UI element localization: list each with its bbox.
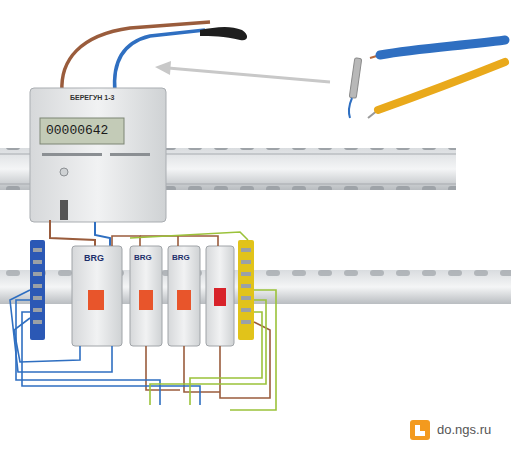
arrow-head bbox=[155, 61, 171, 75]
watermark: do.ngs.ru bbox=[437, 423, 491, 436]
wire-end bbox=[349, 98, 352, 118]
yellow-wire-sample bbox=[378, 62, 505, 110]
pointer-arrow bbox=[168, 68, 330, 82]
blue-wire bbox=[115, 30, 205, 92]
panel-wiring bbox=[10, 232, 276, 410]
brown-wire bbox=[50, 220, 95, 248]
metal-sleeve bbox=[349, 58, 361, 99]
crimp-sleeve bbox=[200, 27, 247, 40]
breaker-lever bbox=[139, 290, 153, 310]
meter-terminal bbox=[60, 200, 68, 220]
meter-text-line bbox=[110, 153, 150, 156]
rcd-lever bbox=[88, 290, 104, 310]
energy-meter bbox=[30, 88, 166, 222]
watermark-icon bbox=[410, 420, 430, 440]
watermark-icon-mark bbox=[415, 425, 425, 436]
blue-wire-sample bbox=[380, 40, 505, 55]
switch-lever bbox=[214, 288, 226, 306]
meter-text-line bbox=[42, 153, 102, 156]
neutral-bus bbox=[30, 240, 45, 340]
meter-brand: БЕРЕГУН 1-3 bbox=[70, 94, 114, 101]
brown-wire bbox=[62, 22, 210, 92]
circuit-breaker bbox=[130, 246, 162, 346]
switch bbox=[206, 246, 234, 346]
rcd bbox=[72, 246, 122, 346]
earth-bus bbox=[238, 240, 254, 340]
meter-reading: 00000642 bbox=[46, 124, 108, 137]
breaker-lever bbox=[177, 290, 191, 310]
circuit-breaker bbox=[168, 246, 200, 346]
brand-logo: BRG bbox=[84, 254, 104, 263]
blue-wire bbox=[95, 222, 110, 248]
brand-logo: BRG bbox=[172, 254, 190, 262]
brand-logo: BRG bbox=[134, 254, 152, 262]
meter-display bbox=[40, 118, 124, 144]
meter-led bbox=[60, 168, 68, 176]
